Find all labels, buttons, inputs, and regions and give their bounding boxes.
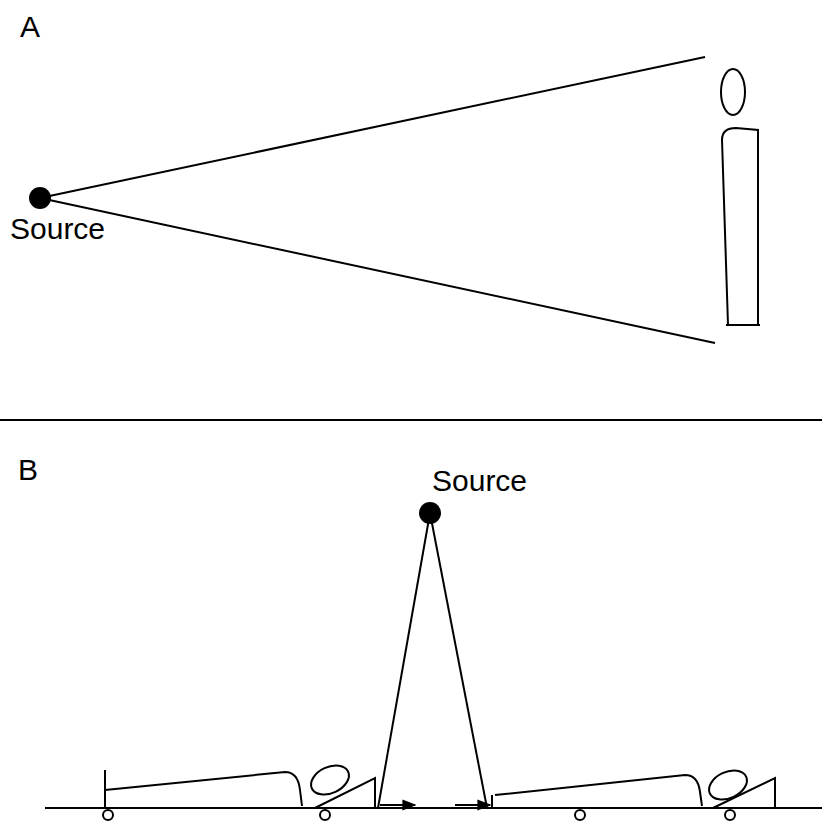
wheel xyxy=(575,810,585,820)
motion-arrow xyxy=(455,804,490,806)
person-foot xyxy=(726,324,760,326)
person-head xyxy=(721,69,745,115)
panel-divider xyxy=(0,419,822,421)
patient-body xyxy=(495,775,702,806)
wheel xyxy=(103,810,113,820)
source-dot xyxy=(29,187,51,209)
panel-letter: B xyxy=(18,455,38,485)
beam-edge xyxy=(40,198,715,343)
headrest xyxy=(713,778,775,808)
patient-head xyxy=(704,765,751,805)
source-label: Source xyxy=(432,466,527,496)
beam-edge xyxy=(40,57,705,198)
floor-line xyxy=(45,807,822,809)
panel-letter: A xyxy=(20,12,40,42)
person-body xyxy=(722,128,758,325)
motion-arrow xyxy=(380,804,415,806)
patient-body xyxy=(105,772,302,806)
beam-edge xyxy=(378,513,430,808)
source-label: Source xyxy=(10,214,105,244)
wheel xyxy=(320,810,330,820)
wheel xyxy=(725,810,735,820)
patient-head xyxy=(306,760,353,800)
source-dot xyxy=(419,502,441,524)
headrest xyxy=(315,778,375,808)
trolley-post xyxy=(491,795,493,808)
beam-edge xyxy=(430,513,487,808)
